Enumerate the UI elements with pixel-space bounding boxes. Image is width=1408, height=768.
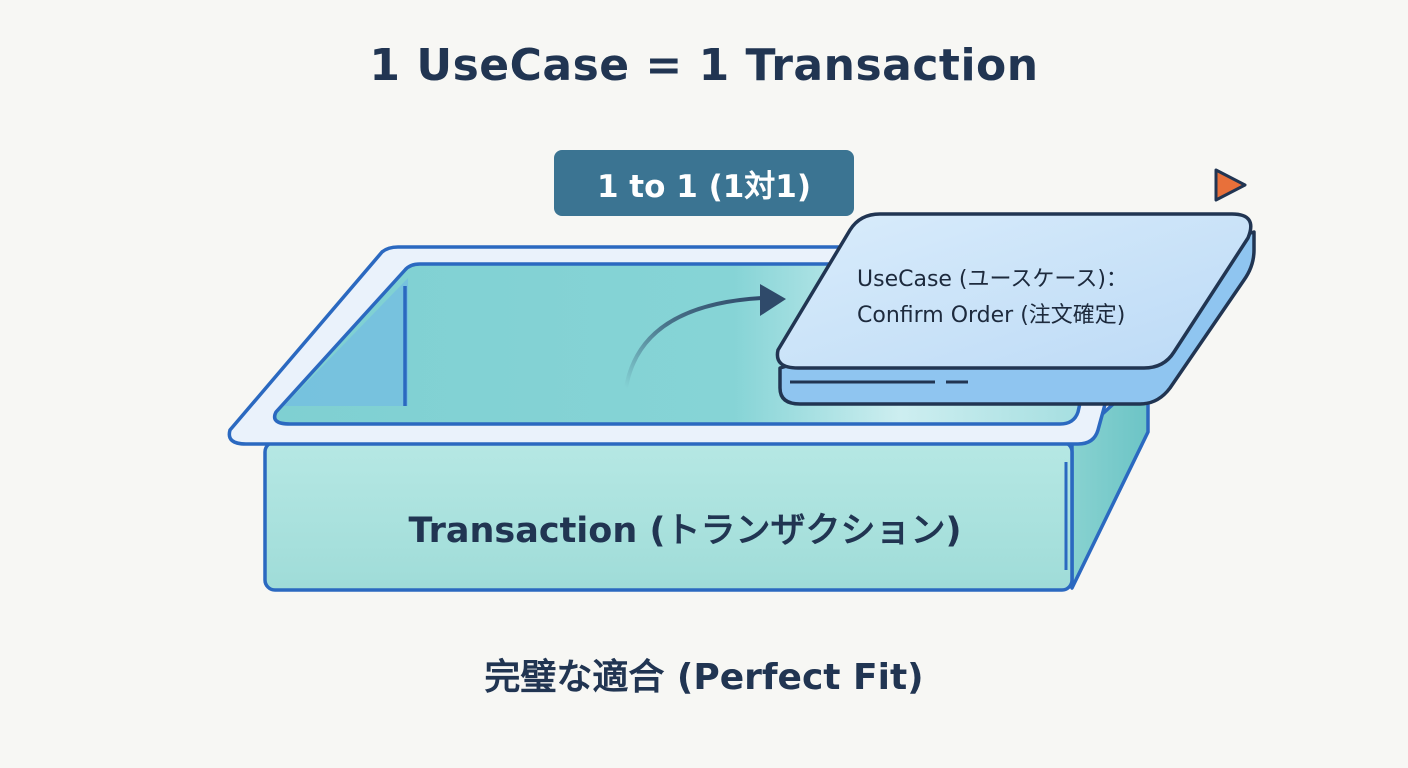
relation-badge: 1 to 1 (1対1): [554, 150, 854, 216]
caption: 完璧な適合 (Perfect Fit): [484, 657, 924, 698]
usecase-card-label: UseCase (ユースケース)： Confirm Order (注文確定): [857, 262, 1227, 334]
transaction-box-label: Transaction (トランザクション): [408, 511, 962, 551]
usecase-card: [775, 212, 1256, 406]
usecase-card-line1: UseCase (ユースケース)：: [857, 267, 1128, 292]
direction-arrow: [905, 168, 1247, 202]
usecase-card-line2: Confirm Order (注文確定): [857, 303, 1126, 328]
page-title: 1 UseCase = 1 Transaction: [369, 40, 1039, 91]
insert-curve-arrow: [624, 284, 786, 390]
relation-badge-label: 1 to 1 (1対1): [596, 168, 812, 205]
